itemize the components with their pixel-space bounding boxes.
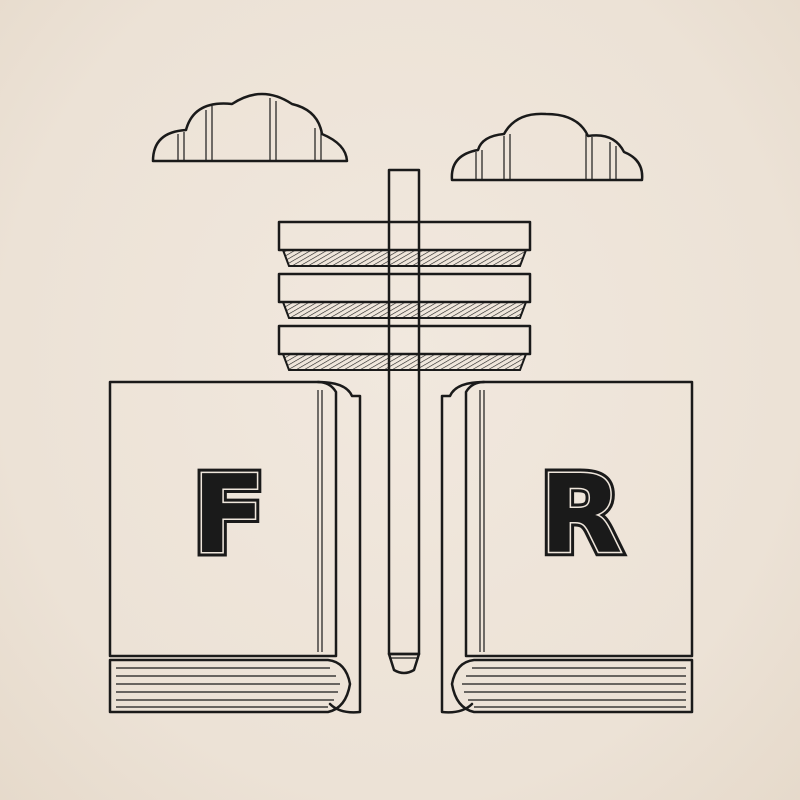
right-letter: R <box>539 453 622 578</box>
right-letter-outline: R <box>539 453 622 578</box>
left-letter-outline: F <box>192 453 266 578</box>
cloud-icon-right <box>450 112 644 182</box>
signpost-icon <box>277 220 532 371</box>
cloud-icon-left <box>151 92 349 163</box>
left-letter: F <box>192 453 266 578</box>
left-letter-emblem: F F <box>188 449 271 583</box>
right-letter-emblem: R R <box>535 449 627 583</box>
pencil-icon <box>387 168 421 675</box>
open-book-icon <box>108 380 694 714</box>
